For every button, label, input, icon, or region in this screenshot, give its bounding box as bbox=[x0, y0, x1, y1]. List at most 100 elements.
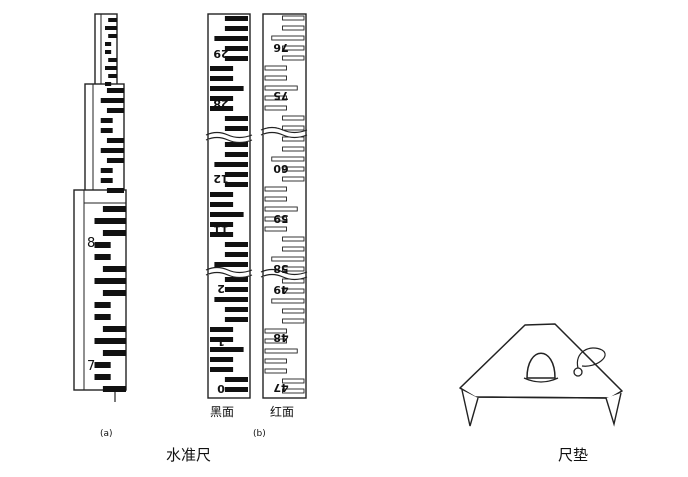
red-face-tick bbox=[282, 246, 305, 252]
rod-a-tick bbox=[94, 374, 111, 380]
caption-rod-pad: 尺垫 bbox=[558, 446, 588, 464]
red-face-tick bbox=[271, 35, 305, 41]
black-face-tick bbox=[210, 232, 234, 237]
red-face-tick bbox=[282, 288, 305, 294]
black-face-tick bbox=[210, 76, 234, 81]
red-face-mark-76: 76 bbox=[273, 41, 289, 54]
rod-a-tick bbox=[94, 302, 111, 308]
rod-a-tick bbox=[108, 18, 117, 22]
red-face-mark-47: 47 bbox=[273, 381, 288, 394]
red-face-tick bbox=[264, 105, 287, 111]
red-face-mark-75: 75 bbox=[273, 89, 288, 102]
rod-a-tick bbox=[108, 58, 117, 62]
black-face-tick bbox=[224, 387, 248, 392]
black-face-tick bbox=[210, 357, 234, 362]
rod-a-tick bbox=[100, 128, 113, 133]
red-face-tick bbox=[271, 298, 305, 304]
red-face-tick bbox=[264, 328, 287, 334]
black-face-tick bbox=[210, 66, 234, 71]
red-face-tick bbox=[271, 156, 305, 162]
red-face-tick bbox=[264, 338, 287, 344]
black-face-tick bbox=[224, 16, 248, 21]
rod-a-tick bbox=[94, 314, 111, 320]
black-face-tick bbox=[210, 96, 234, 101]
red-face-tick bbox=[264, 358, 287, 364]
rod-pad-drawing bbox=[459, 323, 623, 427]
black-face-tick bbox=[224, 126, 248, 131]
red-face-tick bbox=[282, 115, 305, 121]
red-face-mark-49: 49 bbox=[273, 283, 288, 296]
black-face-tick bbox=[210, 347, 244, 352]
red-face-tick bbox=[282, 146, 305, 152]
black-face-tick bbox=[210, 222, 234, 227]
black-face-tick bbox=[214, 162, 248, 167]
rod-a-tick bbox=[102, 386, 126, 392]
black-face-tick bbox=[224, 26, 248, 31]
red-face-tick bbox=[264, 368, 287, 374]
red-face-tick bbox=[282, 166, 305, 172]
rod-a-tick bbox=[94, 338, 126, 344]
red-face-tick bbox=[264, 75, 287, 81]
red-face-mark-60: 60 bbox=[273, 162, 289, 175]
rod-a-tick bbox=[108, 34, 117, 38]
black-face-tick bbox=[224, 252, 248, 257]
red-face-tick bbox=[282, 125, 305, 131]
black-face-tick bbox=[210, 106, 234, 111]
black-face-tick bbox=[224, 46, 248, 51]
red-face-mark-59: 59 bbox=[273, 212, 288, 225]
rod-a-tick bbox=[108, 74, 117, 78]
black-face-tick bbox=[224, 116, 248, 121]
rod-a-tick bbox=[102, 206, 126, 212]
rod-a-tick bbox=[105, 26, 117, 30]
rod-a-tick bbox=[102, 350, 126, 356]
black-face-mark-11: 11 bbox=[213, 223, 228, 236]
black-face-tick bbox=[224, 242, 248, 247]
red-face-tick bbox=[264, 216, 287, 222]
black-face-mark-2: 2 bbox=[217, 282, 225, 295]
red-face-tick bbox=[282, 176, 305, 182]
black-face-mark-28: 28 bbox=[213, 97, 228, 110]
rod-a-tick bbox=[102, 230, 126, 236]
rod-a-mark-7: 7 bbox=[87, 359, 95, 374]
rod-a-tick bbox=[102, 266, 126, 272]
rod-a-tick bbox=[100, 178, 113, 183]
red-face-tick bbox=[282, 25, 305, 31]
rod-a-tick bbox=[102, 290, 126, 296]
black-face-tick bbox=[224, 307, 248, 312]
black-face-tick bbox=[224, 317, 248, 322]
rod-a-tick bbox=[100, 148, 124, 153]
red-face-tick bbox=[264, 85, 298, 91]
telescopic-level-rod: 8 7 bbox=[73, 13, 127, 402]
red-face-mark-48: 48 bbox=[273, 331, 288, 344]
rod-a-mark-8: 8 bbox=[87, 236, 95, 251]
rod-a-tick bbox=[106, 188, 124, 193]
black-face-tick bbox=[210, 367, 234, 372]
red-face-tick bbox=[282, 318, 305, 324]
black-face-tick bbox=[224, 56, 248, 61]
black-face-tick bbox=[210, 337, 234, 342]
red-face-label: 红面 bbox=[270, 404, 294, 419]
rod-a-tick bbox=[105, 66, 117, 70]
red-face-tick bbox=[282, 45, 305, 51]
black-face-tick bbox=[214, 297, 248, 302]
rod-a-tick bbox=[106, 88, 124, 93]
red-face-mark-58: 58 bbox=[273, 262, 288, 275]
red-face-tick bbox=[282, 308, 305, 314]
red-face-tick bbox=[264, 65, 287, 71]
black-face-tick bbox=[224, 152, 248, 157]
label-a: (a) bbox=[100, 429, 113, 439]
black-face-tick bbox=[214, 36, 248, 41]
black-face-tick bbox=[210, 192, 234, 197]
black-face-mark-1: 1 bbox=[217, 335, 225, 348]
rod-a-tick bbox=[94, 254, 111, 260]
black-face-tick bbox=[210, 327, 234, 332]
black-face-tick bbox=[210, 202, 234, 207]
red-face-tick bbox=[264, 95, 287, 101]
rod-a-tick bbox=[105, 42, 112, 46]
black-face-label: 黑面 bbox=[210, 405, 234, 419]
rod-a-tick bbox=[100, 168, 113, 173]
red-face-rod: 76 75 60 59 58 49 48 47 bbox=[260, 13, 308, 399]
rod-a-tick bbox=[100, 98, 124, 103]
red-face-tick bbox=[282, 266, 305, 272]
